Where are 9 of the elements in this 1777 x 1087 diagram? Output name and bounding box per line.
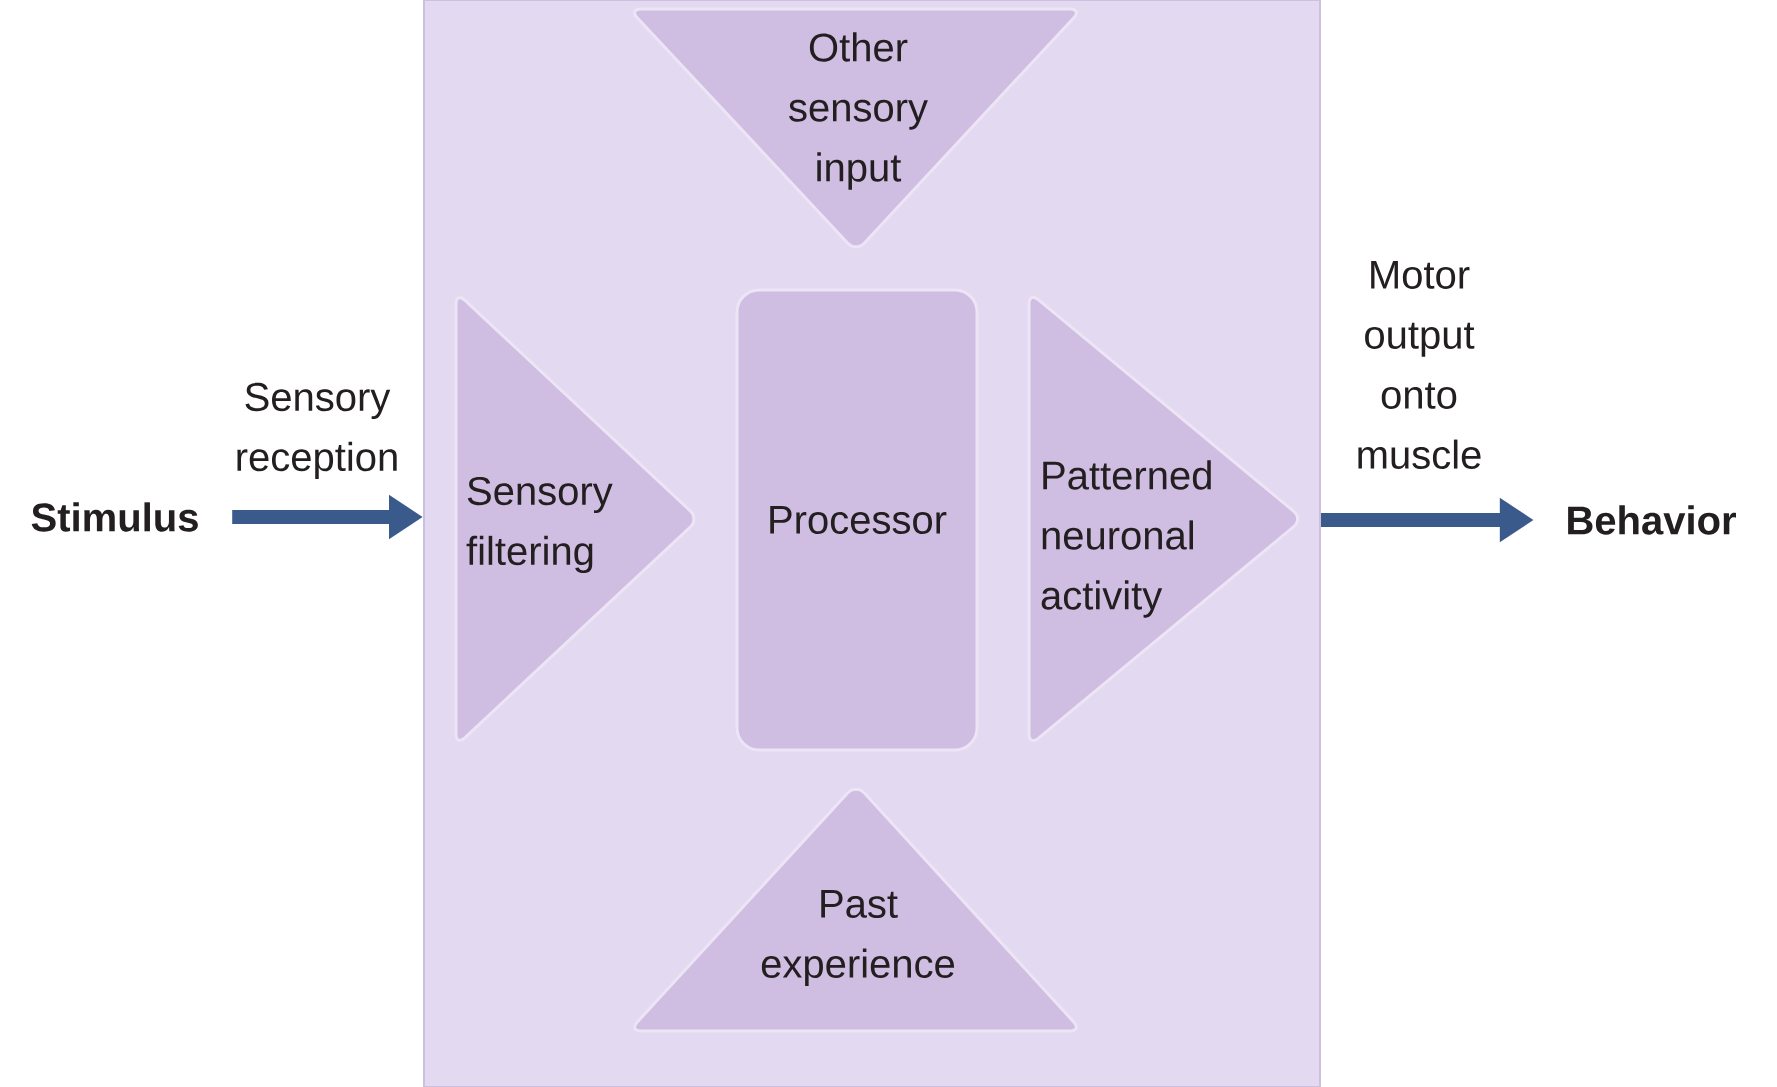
triangle: Past experience xyxy=(633,787,1078,1033)
stimulus-label: Stimulus xyxy=(31,502,198,532)
process-box: Processor xyxy=(735,288,979,752)
edge-label: Motor output onto muscle xyxy=(1358,261,1481,469)
edge-label: Sensory reception xyxy=(237,382,397,480)
triangle: Sensory filtering xyxy=(454,296,696,742)
triangle: Patterned neuronal activity xyxy=(1027,295,1300,743)
triangle: Other sensory input xyxy=(633,7,1078,249)
behavior-label: Behavior xyxy=(1568,505,1736,535)
